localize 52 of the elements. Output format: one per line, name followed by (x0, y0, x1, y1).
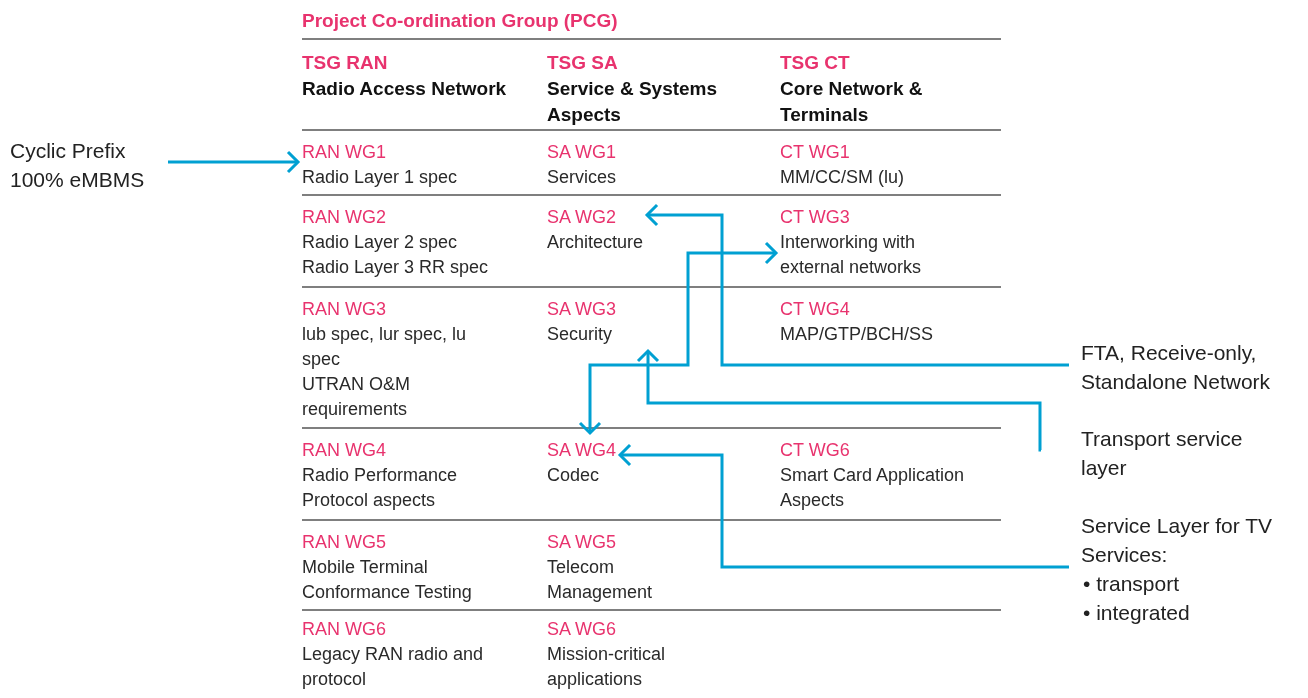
working-group-remit: Architecture (547, 231, 644, 254)
working-group-remit: Mobile Terminal Conformance Testing (302, 556, 473, 604)
working-group-name: SA WG1 (547, 141, 617, 164)
working-group-remit: Interworking with external networks (780, 231, 923, 279)
column-heading: TSG SA (547, 51, 619, 75)
working-group-remit: Radio Layer 2 spec (302, 231, 459, 254)
working-group-remit: Services (547, 166, 617, 189)
column-subheading: Core Network & Terminals (780, 77, 924, 127)
working-group-name: CT WG3 (780, 206, 851, 229)
column-subheading: Radio Access Network (302, 77, 508, 101)
working-group-name: RAN WG5 (302, 531, 387, 554)
working-group-name: SA WG2 (547, 206, 618, 229)
bullet-item: • transport (1082, 571, 1181, 597)
working-group-remit: MAP/GTP/BCH/SS (780, 323, 934, 346)
working-group-name: SA WG5 (547, 531, 618, 554)
working-group-name: CT WG4 (780, 298, 851, 321)
working-group-name: RAN WG2 (302, 206, 387, 229)
column-subheading: Service & Systems Aspects (547, 77, 719, 127)
arrow (168, 150, 300, 174)
annotation-text: Cyclic Prefix 100% eMBMS (10, 136, 160, 194)
arrow (645, 203, 1069, 367)
working-group-name: CT WG6 (780, 439, 851, 462)
working-group-remit: Telecom Management (547, 556, 654, 604)
annotation-text: Service Layer for TV Services: (1081, 514, 1273, 566)
arrow (618, 443, 1069, 569)
working-group-remit: Legacy RAN radio and protocol (302, 643, 485, 691)
working-group-remit: Security (547, 323, 614, 346)
arrow (578, 241, 778, 435)
working-group-name: RAN WG1 (302, 141, 387, 164)
working-group-name: CT WG1 (780, 141, 851, 164)
working-group-remit: Mission-critical applications (547, 643, 666, 691)
annotation-text: FTA, Receive-only, Standalone Network (1081, 338, 1306, 396)
working-group-name: SA WG3 (547, 298, 617, 321)
working-group-name: SA WG6 (547, 618, 618, 641)
arrow (636, 349, 1043, 452)
column-heading: TSG CT (780, 51, 851, 75)
working-group-remit: MM/CC/SM (lu) (780, 166, 904, 189)
working-group-name: RAN WG6 (302, 618, 387, 641)
annotation-text: Transport service layer (1081, 424, 1281, 482)
working-group-remit: Codec (547, 464, 601, 487)
working-group-name: RAN WG3 (302, 298, 387, 321)
working-group-name: RAN WG4 (302, 439, 387, 462)
working-group-remit: Radio Performance Protocol aspects (302, 464, 459, 512)
column-heading: TSG RAN (302, 51, 389, 75)
working-group-remit: Radio Layer 3 RR spec (302, 256, 489, 279)
working-group-remit: Smart Card Application Aspects (780, 464, 966, 512)
working-group-remit: Radio Layer 1 spec (302, 166, 458, 189)
group-title: Project Co-ordination Group (PCG) (302, 9, 619, 33)
working-group-name: SA WG4 (547, 439, 617, 462)
working-group-remit: lub spec, lur spec, lu spec (302, 323, 468, 371)
bullet-item: • integrated (1082, 600, 1191, 626)
working-group-remit: UTRAN O&M requirements (302, 373, 411, 421)
